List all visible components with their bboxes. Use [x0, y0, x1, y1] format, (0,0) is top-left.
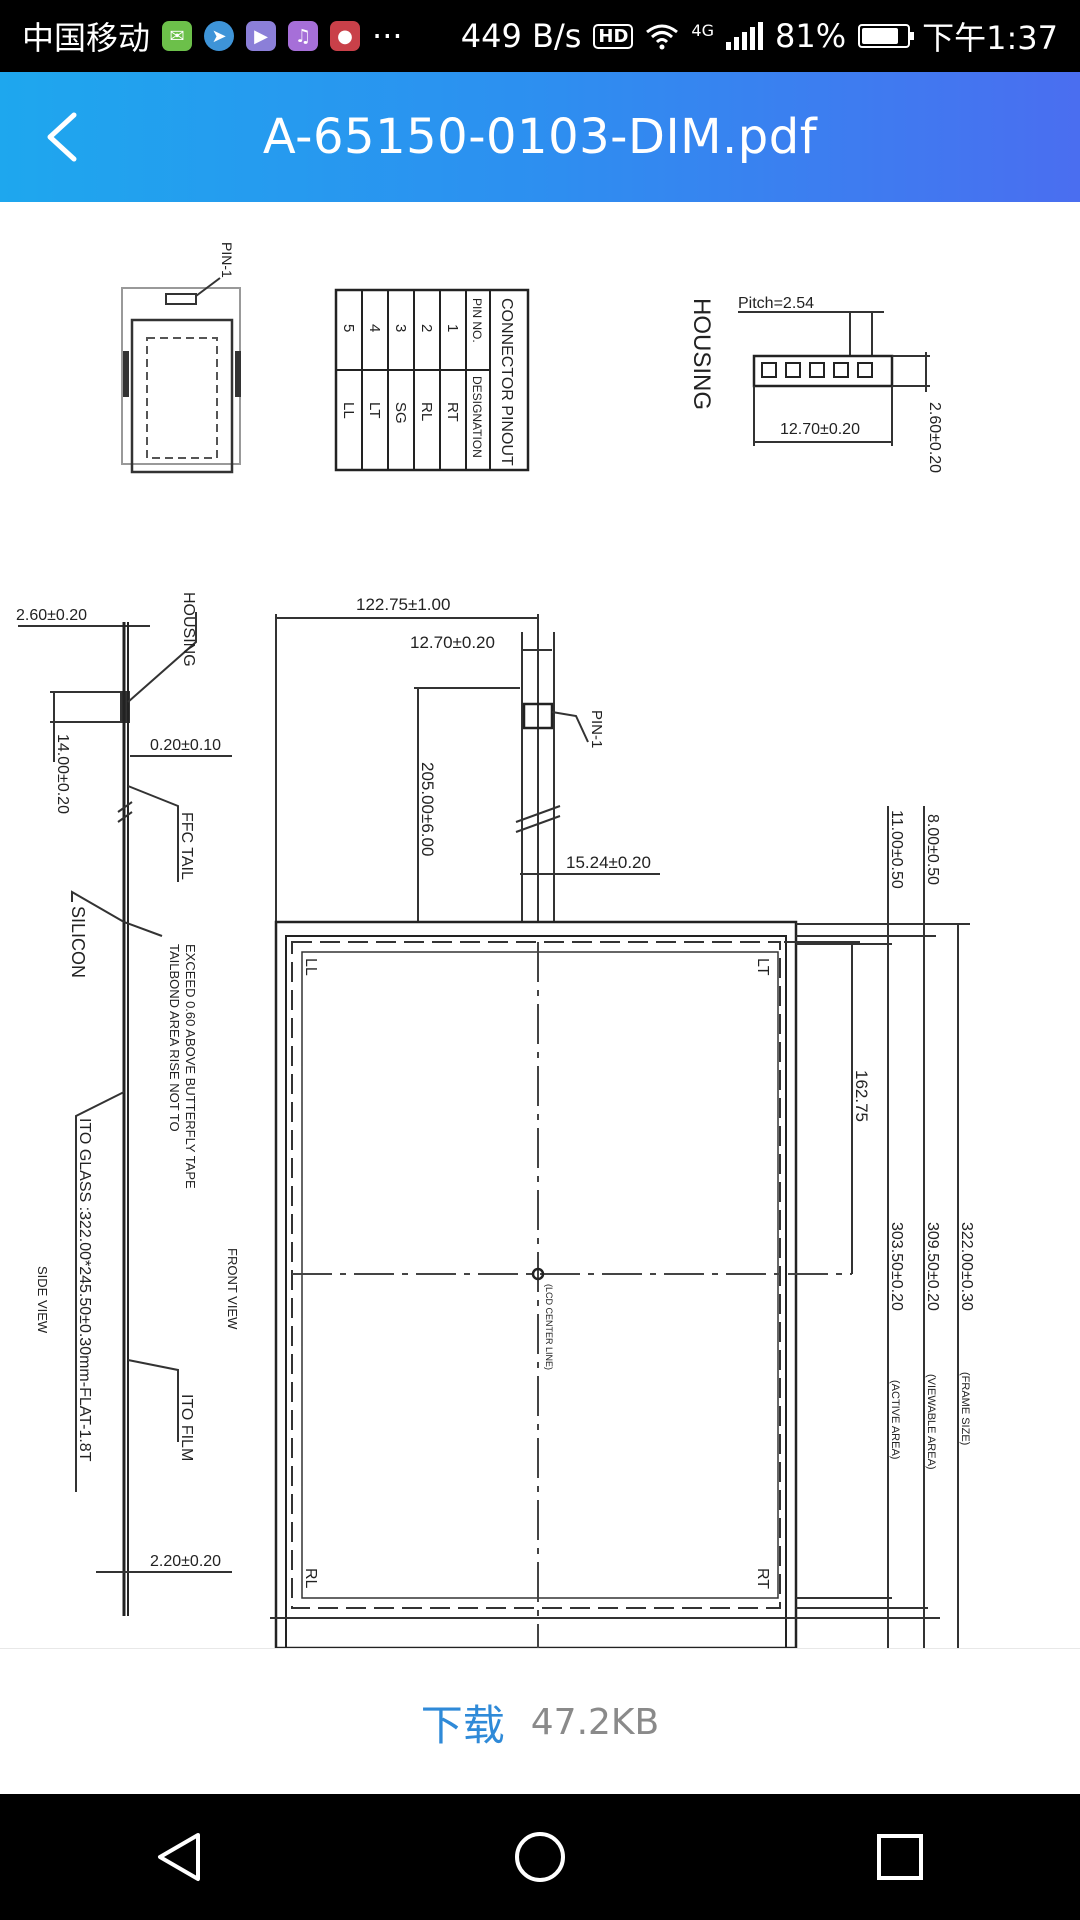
square-recents-icon: [877, 1834, 923, 1880]
pitch-label: Pitch=2.54: [738, 295, 814, 312]
dim-303-50: 303.50±0.20: [888, 1222, 905, 1311]
housing-width-dim: 12.70±0.20: [780, 421, 860, 438]
viewable-area-label: (VIEWABLE AREA): [925, 1374, 937, 1470]
music-icon: ♫: [288, 21, 319, 51]
connector-sketch: [121, 277, 241, 474]
download-bar: 下载 47.2KB: [0, 1648, 1080, 1795]
dim-122-75: 122.75±1.00: [356, 595, 450, 614]
clock: 下午1:37: [922, 19, 1058, 57]
wifi-icon: [646, 24, 679, 50]
side-view-label: SIDE VIEW: [35, 1266, 50, 1334]
dim-309-50: 309.50±0.20: [924, 1222, 941, 1311]
signal-icon: [726, 22, 763, 50]
corner-ll: LL: [302, 958, 319, 976]
send-icon: ➤: [204, 21, 235, 51]
ito-film-label: ITO FILM: [178, 1394, 195, 1461]
housing-height-dim: 2.60±0.20: [926, 402, 943, 473]
side-220-dim: 2.20±0.20: [150, 1553, 221, 1570]
side-view: [18, 612, 232, 1616]
nav-home-button[interactable]: [500, 1817, 580, 1897]
active-area-label: (ACTIVE AREA): [889, 1380, 901, 1459]
pinout-rows: 1RT 2RL 3SG 4LT 5LL: [340, 324, 461, 424]
triangle-back-icon: [158, 1833, 200, 1881]
front-view-label: FRONT VIEW: [225, 1248, 240, 1330]
dim-15-24: 15.24±0.20: [566, 853, 651, 872]
app-icon: ●: [330, 21, 361, 51]
circle-home-icon: [515, 1832, 565, 1882]
pinout-designation: RT: [444, 402, 461, 422]
battery-icon: [858, 24, 915, 48]
tailbond-line1: TAILBOND AREA RISE NOT TO: [167, 944, 182, 1132]
status-bar: 中国移动 ✉ ➤ ▶ ♫ ● ··· 449 B/s HD 4G 81% 下午1…: [0, 0, 1080, 72]
pinout-pin-no: 3: [392, 324, 409, 332]
dim-11: 11.00±0.50: [888, 810, 905, 889]
battery-percent: 81%: [775, 17, 847, 55]
carrier-name: 中国移动: [22, 19, 151, 57]
file-size: 47.2KB: [530, 1701, 660, 1743]
nav-recents-button[interactable]: [860, 1817, 940, 1897]
dim-12-70: 12.70±0.20: [410, 633, 495, 652]
corner-lt: LT: [754, 958, 771, 976]
pinout-designation: LT: [366, 402, 383, 418]
frame-size-label: (FRAME SIZE): [959, 1372, 971, 1445]
center-line-label: (LCD CENTER LINE): [544, 1284, 554, 1370]
dim-322: 322.00±0.30: [958, 1222, 975, 1311]
pinout-table: [334, 288, 530, 472]
pinout-designation: LL: [340, 402, 357, 419]
app-header: A-65150-0103-DIM.pdf: [0, 72, 1080, 202]
document-title: A-65150-0103-DIM.pdf: [262, 109, 818, 165]
pinout-designation: SG: [392, 402, 409, 424]
pinout-pin-no: 1: [444, 324, 461, 332]
pinout-pin-no: 2: [418, 324, 435, 332]
pinout-col2: DESIGNATION: [470, 376, 484, 458]
net-speed: 449 B/s: [460, 17, 582, 55]
tailbond-line2: EXCEED 0.60 ABOVE BUTTERFLY TAPE: [183, 944, 198, 1189]
ito-glass-label: ITO GLASS :322.00*245.50±0.30mm-FLAT-1.8…: [76, 1118, 93, 1462]
ffc-tail-label: FFC TAIL: [178, 812, 195, 880]
network-type: 4G: [691, 21, 714, 40]
pinout-pin-no: 4: [366, 324, 383, 332]
system-nav-bar: [0, 1794, 1080, 1920]
pin-label: PIN-1: [219, 242, 235, 278]
video-player-icon: ▶: [246, 21, 277, 51]
wechat-icon: ✉: [162, 21, 193, 51]
pinout-title: CONNECTOR PINOUT: [498, 298, 515, 466]
dim-205: 205.00±6.00: [418, 762, 437, 856]
pinout-designation: RL: [418, 402, 435, 421]
dim-8: 8.00±0.50: [924, 814, 941, 885]
side-housing-label: HOUSING: [180, 592, 197, 667]
corner-rl: RL: [302, 1568, 319, 1589]
pdf-viewer[interactable]: PIN-1 CONNECTOR PINOUT PIN NO. DESIGNATI…: [0, 202, 1080, 1648]
chevron-left-icon: [47, 112, 77, 162]
back-button[interactable]: [34, 110, 88, 164]
side-020-dim: 0.20±0.10: [150, 737, 221, 754]
housing-sketch: [738, 311, 930, 446]
pinout-pin-no: 5: [340, 324, 357, 332]
pinout-col1: PIN NO.: [470, 298, 484, 343]
corner-rt: RT: [754, 1568, 771, 1589]
dim-162-75: 162.75: [852, 1070, 871, 1122]
download-button[interactable]: 下载: [420, 1700, 505, 1750]
nav-back-button[interactable]: [140, 1817, 220, 1897]
hd-badge: HD: [593, 23, 634, 49]
front-view: [270, 614, 970, 1648]
more-notifications-icon: ···: [372, 17, 403, 55]
housing-label: HOUSING: [688, 298, 715, 410]
silicon-label: SILICON: [68, 906, 88, 978]
side-top-dim: 2.60±0.20: [16, 607, 87, 624]
pin-1-label: PIN-1: [588, 710, 605, 748]
side-14-dim: 14.00±0.20: [54, 734, 71, 814]
